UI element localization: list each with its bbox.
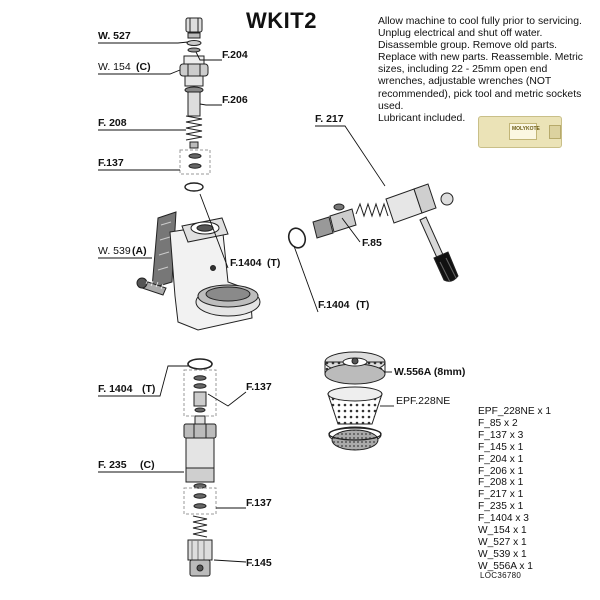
group-head-illustration [136, 211, 261, 331]
label-f235-mark: (C) [140, 459, 155, 471]
label-f206: F.206 [222, 94, 248, 106]
label-f137-top: F.137 [98, 157, 124, 169]
parts-list-item: F_1404 x 3 [478, 513, 529, 525]
parts-list-item: F_204 x 1 [478, 453, 524, 465]
label-f85: F.85 [362, 237, 382, 249]
parts-list-item: F_235 x 1 [478, 501, 524, 513]
label-f137-mid: F.137 [246, 381, 272, 393]
parts-list-item: W_154 x 1 [478, 525, 527, 537]
parts-list-item: F_145 x 1 [478, 441, 524, 453]
top-valve-stack-illustration [179, 17, 211, 192]
label-w154: W. 154 [98, 61, 131, 73]
parts-list-item: F_85 x 2 [478, 417, 518, 429]
parts-list-item: W_539 x 1 [478, 548, 527, 560]
service-instructions: Allow machine to cool fully prior to ser… [378, 16, 590, 125]
steam-valve-assembly-illustration [287, 183, 459, 283]
label-f137-low: F.137 [246, 497, 272, 509]
document-code: LOC36780 [480, 571, 522, 580]
label-w154-mark: (C) [136, 61, 151, 73]
label-w556a: W.556A (8mm) [394, 366, 465, 378]
kit-title: WKIT2 [246, 8, 317, 33]
label-f204: F.204 [222, 49, 248, 61]
label-f1404-right: F.1404 [318, 299, 350, 311]
label-f1404-bottom: F. 1404 [98, 383, 133, 395]
parts-list-item: F_206 x 1 [478, 465, 524, 477]
instructions-text: Allow machine to cool fully prior to ser… [378, 16, 584, 112]
parts-list-item: W_556A x 1 [478, 560, 533, 572]
shower-screen-illustration [324, 351, 386, 451]
lower-valve-stack-illustration [183, 358, 217, 577]
callout-labels: W. 527 F.204 W. 154 (C) F.206 F. 208 F.1… [98, 30, 465, 569]
label-f1404-top-mark: (T) [267, 257, 280, 269]
label-f1404-right-mark: (T) [356, 299, 369, 311]
parts-list-item: EPF_228NE x 1 [478, 406, 552, 417]
callout-leader-lines [98, 41, 394, 563]
lubricant-tube-image: MOLYKOTE [478, 116, 562, 148]
label-f1404-bottom-mark: (T) [142, 383, 155, 395]
parts-list-item: F_217 x 1 [478, 489, 524, 501]
lubricant-brand: MOLYKOTE [512, 126, 540, 132]
label-f1404-top: F.1404 [230, 257, 262, 269]
label-epf228ne: EPF.228NE [396, 395, 450, 407]
label-f208: F. 208 [98, 117, 127, 129]
parts-list-item: F_137 x 3 [478, 429, 524, 441]
parts-list-item: W_527 x 1 [478, 536, 527, 548]
label-f145: F.145 [246, 557, 272, 569]
label-w527: W. 527 [98, 30, 131, 42]
parts-list-item: F_208 x 1 [478, 477, 524, 489]
label-f235: F. 235 [98, 459, 127, 471]
lubricant-note: Lubricant included. [378, 112, 466, 124]
label-w539-mark: (A) [132, 245, 147, 257]
label-w539: W. 539 [98, 245, 131, 257]
label-f217: F. 217 [315, 113, 344, 125]
parts-list: EPF_228NE x 1 F_85 x 2 F_137 x 3 F_145 x… [478, 406, 551, 573]
